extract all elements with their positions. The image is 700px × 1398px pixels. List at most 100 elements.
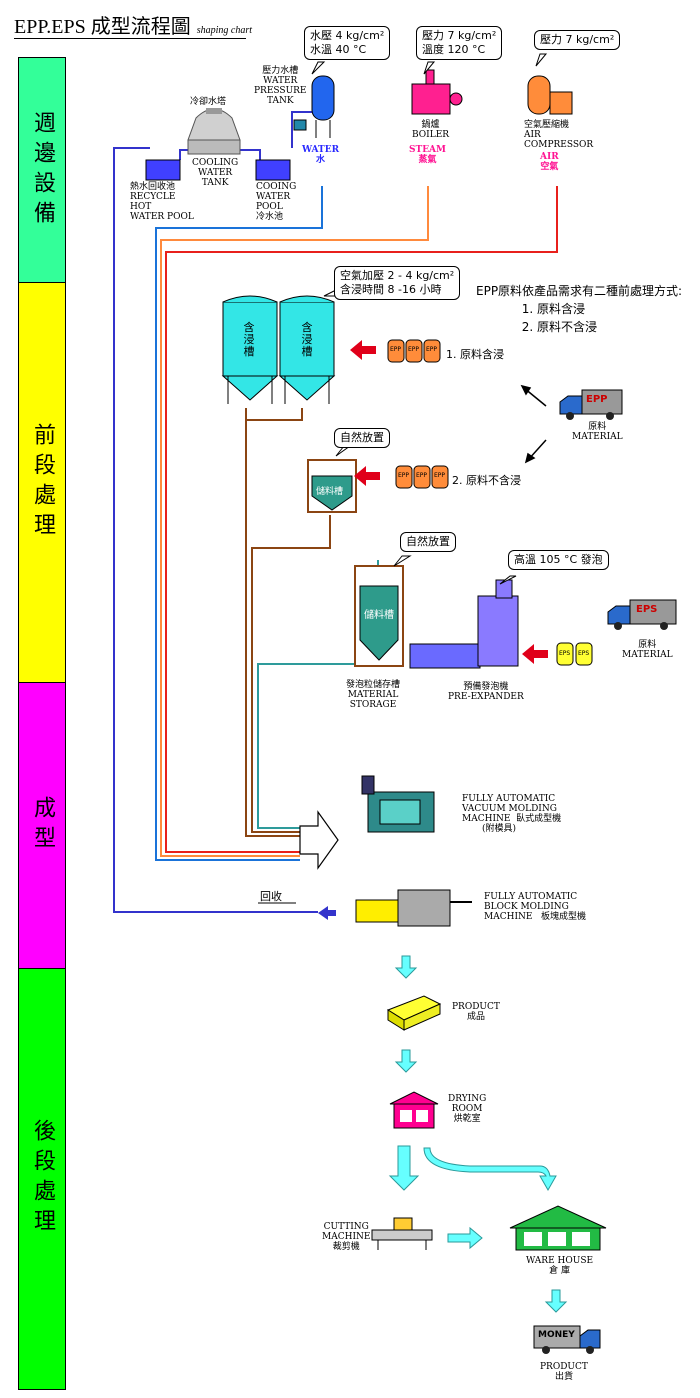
recycle-pipe	[113, 147, 318, 913]
foaming-callout: 高溫 105 °C 發泡	[508, 550, 609, 570]
red-arrows	[350, 340, 548, 664]
eps-truck-label: EPS	[636, 604, 658, 615]
drying-room-icon	[389, 1091, 439, 1129]
soak-tank-2-label: 含浸槽	[301, 321, 313, 358]
epp-material-label: 原料 MATERIAL	[572, 422, 623, 442]
big-storage-label: 儲料槽	[364, 610, 394, 621]
product-label: PRODUCT 成品	[452, 1002, 500, 1022]
cyan-arrow-1	[394, 955, 418, 979]
title-subtitle: shaping chart	[196, 25, 252, 36]
pre-expander-icon	[409, 579, 519, 669]
warehouse-label: WARE HOUSE 倉 庫	[526, 1256, 594, 1276]
epp-drum2-label-3: EPP	[434, 472, 446, 479]
natural-rest-callout-1: 自然放置	[334, 428, 390, 448]
pretreatment-methods-note: EPP原料依產品需求有二種前處理方式: 1. 原料含浸 2. 原料不含浸	[476, 284, 683, 334]
epp-drum2-label-1: EPP	[398, 472, 410, 479]
cutting-machine-icon	[371, 1217, 433, 1250]
block-molding-machine-icon	[355, 889, 472, 927]
money-truck-label: MONEY	[538, 1330, 575, 1340]
drying-room-label: DRYING ROOM 烘乾室	[448, 1094, 487, 1124]
cooling-pool-label: COOING WATER POOL 冷水池	[256, 182, 297, 222]
diagonal-arrows	[520, 384, 547, 464]
product-icon	[386, 995, 442, 1031]
warehouse-icon	[509, 1205, 607, 1251]
cooling-water-tank-label: COOLING WATER TANK	[192, 158, 239, 188]
teal-pipe	[257, 663, 378, 829]
epp-truck-label: EPP	[586, 394, 608, 405]
cyan-arrow-3	[388, 1145, 420, 1191]
eps-material-label: 原料 MATERIAL	[622, 640, 673, 660]
stage-peripheral: 週邊設備	[18, 57, 66, 284]
cyan-arrow-2	[394, 1049, 418, 1073]
recycle-pool-label: 熱水回收池 RECYCLE HOT WATER POOL	[130, 182, 194, 222]
material-storage-tank-icon	[354, 565, 404, 667]
steam-label: STEAM 蒸氣	[409, 145, 447, 165]
vacuum-molding-machine-icon	[361, 775, 435, 833]
soak-tank-1-label: 含浸槽	[243, 321, 255, 358]
soak-tank-2-icon	[278, 295, 336, 404]
eps-truck-icon	[607, 599, 677, 630]
epp-drums-1	[387, 339, 441, 363]
boiler-icon	[411, 69, 463, 115]
eps-drums	[556, 642, 593, 666]
water-pipe	[155, 186, 323, 861]
epp-drums-2	[395, 465, 449, 489]
recycle-label: 回收	[260, 890, 282, 903]
air-label: AIR 空氣	[540, 152, 559, 172]
epp-drum2-label-2: EPP	[416, 472, 428, 479]
water-label: WATER 水	[302, 145, 340, 165]
boiler-label: 鍋爐 BOILER	[412, 120, 450, 140]
stage-pretreatment: 前段處理	[18, 282, 66, 684]
red-arrow-2	[354, 466, 380, 486]
cutting-machine-label: CUTTING MACHINE 裁剪機	[322, 1222, 371, 1252]
pressure-tank-label: 壓力水槽 WATER PRESSURE TANK	[254, 66, 307, 106]
air-compressor-icon	[527, 75, 573, 115]
red-arrow-3	[522, 644, 548, 664]
pressure-tank-icon	[293, 75, 335, 138]
page-title: EPP.EPS 成型流程圖 shaping chart	[14, 10, 252, 39]
boiler-spec-callout: 壓力 7 kg/cm² 溫度 120 °C	[416, 26, 503, 60]
product-out-label: PRODUCT 出貨	[540, 1362, 588, 1382]
title-underline	[14, 38, 246, 39]
eps-drum-label-2: EPS	[578, 650, 590, 657]
steam-pipe	[160, 186, 429, 857]
pre-expander-label: 預備發泡機 PRE-EXPANDER	[448, 682, 524, 702]
compressor-spec-callout: 壓力 7 kg/cm²	[534, 30, 621, 50]
recycle-arrow-icon	[318, 906, 336, 920]
brown-pipe-soak2	[246, 408, 303, 421]
small-storage-tank-icon	[307, 459, 357, 513]
brown-pipe-storage	[251, 515, 331, 833]
water-spec-callout: 水壓 4 kg/cm² 水溫 40 °C	[304, 26, 391, 60]
method-1-label: 1. 原料含浸	[446, 348, 504, 361]
block-machine-label: FULLY AUTOMATIC BLOCK MOLDING MACHINE 板塊…	[484, 892, 587, 922]
cyan-arrows	[388, 955, 568, 1313]
material-storage-label: 發泡粒儲存槽 MATERIAL STORAGE	[346, 680, 401, 710]
method-2-label: 2. 原料不含浸	[452, 474, 521, 487]
compressor-label: 空氣壓縮機 AIR COMPRESSOR	[524, 120, 594, 150]
stage-molding: 成型	[18, 682, 66, 970]
stage-posttreatment: 後段處理	[18, 968, 66, 1390]
soak-tank-1-icon	[221, 295, 279, 404]
title-text: EPP.EPS 成型流程圖	[14, 16, 191, 38]
small-storage-label: 儲料槽	[316, 487, 344, 497]
brown-pipe-soak	[245, 408, 300, 837]
natural-rest-callout-2: 自然放置	[400, 532, 456, 552]
junction-arrow-icon	[299, 810, 339, 870]
eps-drum-label-1: EPS	[559, 650, 571, 657]
pipes	[113, 111, 558, 913]
epp-drum-label-2: EPP	[408, 346, 420, 353]
cooling-tower-icon	[187, 108, 241, 155]
epp-drum-label-1: EPP	[390, 346, 402, 353]
red-arrow-1	[350, 340, 376, 360]
cooling-pool-icon	[255, 159, 291, 181]
stage-pretreatment-label: 前段處理	[30, 423, 55, 543]
recycle-pool-icon	[145, 159, 181, 181]
soak-spec-callout: 空氣加壓 2 - 4 kg/cm² 含浸時間 8 -16 小時	[334, 266, 461, 300]
pool-link	[291, 111, 318, 148]
cyan-arrow-4	[423, 1147, 557, 1192]
epp-drum-label-3: EPP	[426, 346, 438, 353]
stage-peripheral-label: 週邊設備	[30, 110, 55, 231]
vacuum-machine-label: FULLY AUTOMATIC VACUUM MOLDING MACHINE 臥…	[462, 794, 562, 834]
cyan-arrow-6	[544, 1289, 568, 1313]
